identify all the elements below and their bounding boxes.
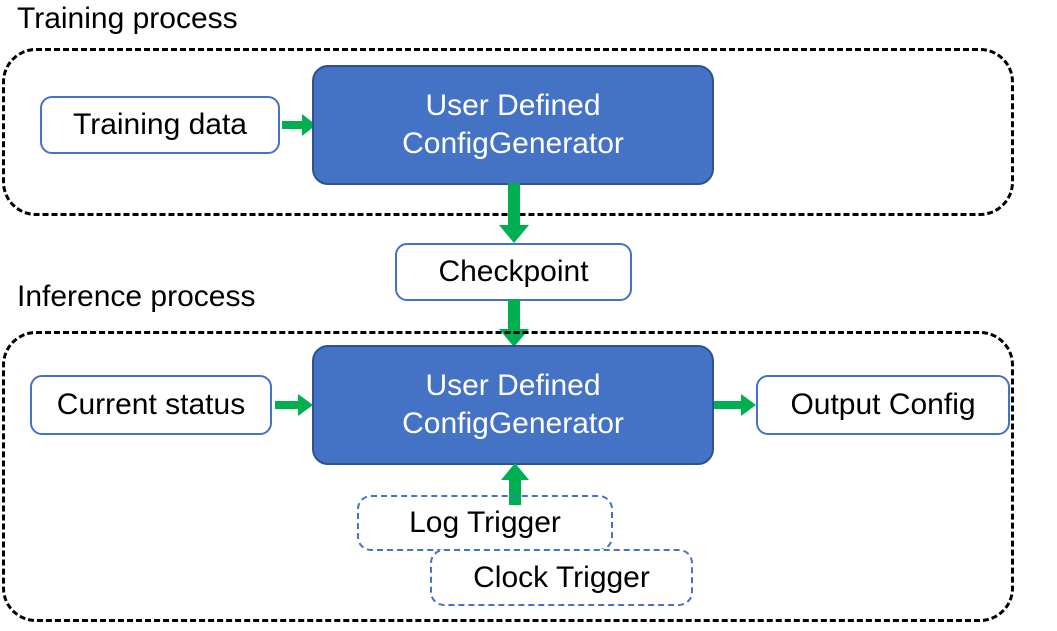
training-data-label: Training data: [73, 108, 247, 141]
arrow-checkpoint-to-inference-processor: [498, 299, 530, 349]
log-trigger-box[interactable]: Log Trigger: [357, 495, 613, 551]
inference-config-generator-box[interactable]: User Defined ConfigGenerator: [312, 345, 714, 465]
training-config-generator-box[interactable]: User Defined ConfigGenerator: [312, 65, 714, 185]
log-trigger-label: Log Trigger: [409, 506, 561, 539]
checkpoint-box[interactable]: Checkpoint: [395, 243, 632, 301]
arrow-log-trigger-to-processor: [500, 463, 530, 505]
training-data-box[interactable]: Training data: [40, 96, 280, 154]
inference-config-generator-line2: ConfigGenerator: [402, 407, 624, 440]
arrow-processor-to-output-config: [714, 392, 758, 418]
arrow-training-data-to-processor: [282, 112, 318, 138]
output-config-label: Output Config: [790, 388, 976, 421]
inference-process-container: [2, 331, 1014, 622]
clock-trigger-box[interactable]: Clock Trigger: [430, 549, 693, 606]
arrow-training-processor-to-checkpoint: [498, 183, 530, 245]
arrow-current-status-to-processor: [275, 392, 315, 418]
training-config-generator-line2: ConfigGenerator: [402, 127, 624, 160]
clock-trigger-label: Clock Trigger: [473, 560, 650, 594]
training-config-generator-line1: User Defined: [425, 89, 601, 122]
training-process-title: Training process: [17, 2, 238, 35]
output-config-box[interactable]: Output Config: [756, 375, 1010, 435]
checkpoint-label: Checkpoint: [438, 255, 589, 288]
current-status-box[interactable]: Current status: [30, 375, 272, 435]
inference-process-title: Inference process: [17, 280, 256, 313]
inference-config-generator-line1: User Defined: [425, 369, 601, 402]
current-status-label: Current status: [56, 388, 246, 421]
